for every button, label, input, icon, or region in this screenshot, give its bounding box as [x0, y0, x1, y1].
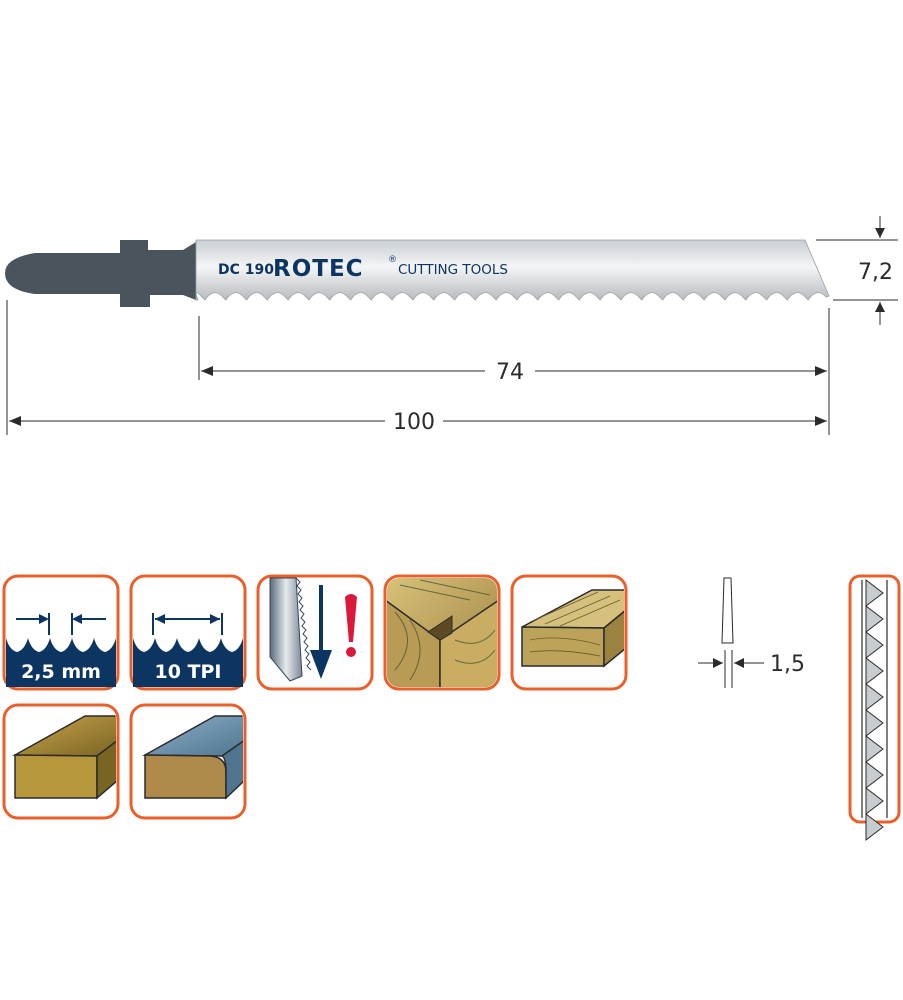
tooth-pitch-label: 2,5 mm — [21, 661, 101, 683]
chipboard-icon — [2, 703, 120, 820]
softwood-plank-icon — [510, 574, 628, 691]
width-dimension — [816, 216, 898, 325]
brand-logo: ROTEC — [273, 256, 364, 282]
downstroke-warning-icon — [256, 574, 374, 691]
tooth-set-icon — [848, 574, 901, 842]
blade-shank — [5, 240, 196, 307]
wood-joint-icon — [383, 574, 501, 691]
thickness-diagram — [698, 577, 764, 688]
width-value: 7,2 — [858, 260, 893, 285]
registered-mark: ® — [388, 255, 397, 265]
total-length-value: 100 — [393, 410, 435, 435]
blade-model: DC 190 — [218, 262, 274, 278]
tpi-label: 10 TPI — [154, 661, 221, 683]
tpi-icon: 10 TPI — [129, 574, 247, 691]
thickness-value: 1,5 — [770, 652, 805, 677]
working-length-dimension — [198, 308, 830, 435]
blade-tagline: CUTTING TOOLS — [398, 262, 508, 278]
blade-body — [195, 239, 830, 301]
laminated-board-icon — [129, 703, 247, 820]
working-length-value: 74 — [496, 360, 524, 385]
tooth-pitch-icon: 2,5 mm — [2, 574, 120, 691]
total-length-dimension — [6, 300, 827, 435]
